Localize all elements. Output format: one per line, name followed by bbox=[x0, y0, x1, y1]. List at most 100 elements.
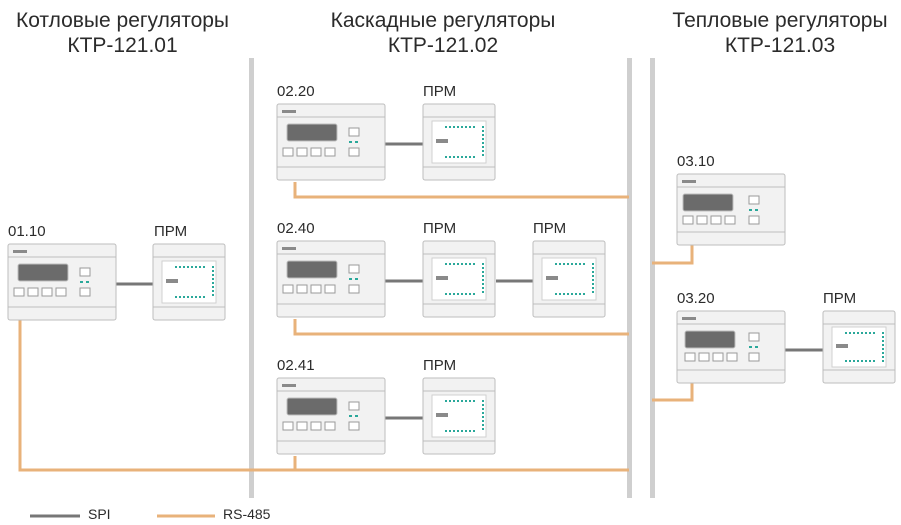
controller-led bbox=[80, 281, 83, 283]
column-title-cascade-line2: КТР-121.02 bbox=[387, 34, 499, 57]
device-label-0240: 02.40 bbox=[277, 220, 315, 237]
rs485-link-0220 bbox=[293, 182, 629, 199]
controller-display bbox=[684, 330, 736, 349]
controller-0110 bbox=[7, 243, 117, 321]
controller-button bbox=[55, 287, 67, 297]
module-label-0240b: ПРМ bbox=[533, 220, 567, 237]
controller-brand-mark bbox=[282, 384, 296, 387]
controller-button bbox=[296, 147, 308, 157]
module-0110 bbox=[152, 243, 226, 321]
module-brand-mark bbox=[436, 139, 448, 143]
controller-0220 bbox=[276, 103, 386, 181]
module-0320 bbox=[822, 310, 896, 384]
legend-rs485-label: RS-485 bbox=[223, 506, 271, 522]
controller-button bbox=[348, 421, 360, 431]
bus-bar-right bbox=[650, 58, 655, 498]
rs485-link-0310 bbox=[652, 245, 694, 265]
legend-spi-label: SPI bbox=[88, 506, 111, 522]
controller-button bbox=[348, 264, 360, 274]
controller-led bbox=[355, 278, 358, 280]
controller-button bbox=[310, 147, 322, 157]
controller-body bbox=[276, 103, 386, 181]
controller-button bbox=[748, 352, 760, 362]
module-brand-mark bbox=[836, 344, 848, 348]
module-label-0110: ПРМ bbox=[154, 223, 188, 240]
controller-led bbox=[355, 415, 358, 417]
controller-body bbox=[276, 377, 386, 455]
controller-brand-mark bbox=[13, 250, 27, 253]
controller-button bbox=[348, 147, 360, 157]
column-title-boiler-line1: Котловые регуляторы bbox=[15, 9, 230, 32]
controller-button bbox=[748, 195, 760, 205]
controller-button bbox=[296, 284, 308, 294]
rs485-link-0240 bbox=[293, 319, 629, 336]
controller-led bbox=[355, 141, 358, 143]
module-brand-mark bbox=[436, 413, 448, 417]
controller-button bbox=[698, 352, 710, 362]
controller-button bbox=[748, 215, 760, 225]
controller-button bbox=[324, 284, 336, 294]
device-label-0320: 03.20 bbox=[677, 290, 715, 307]
controller-button bbox=[682, 215, 694, 225]
controller-brand-mark bbox=[282, 247, 296, 250]
bus-bars bbox=[249, 58, 655, 498]
column-title-boiler: Котловые регуляторы КТР-121.01 bbox=[0, 8, 245, 58]
column-title-boiler-line2: КТР-121.01 bbox=[67, 34, 178, 57]
module-label-0320: ПРМ bbox=[823, 290, 857, 307]
module-label-0240a: ПРМ bbox=[423, 220, 457, 237]
controller-button bbox=[726, 352, 738, 362]
controller-button bbox=[41, 287, 53, 297]
module-0240b bbox=[532, 240, 606, 318]
controller-display bbox=[17, 263, 69, 282]
controller-display bbox=[682, 193, 734, 212]
controller-button bbox=[684, 352, 696, 362]
rs485-link-0110 bbox=[18, 320, 629, 472]
controller-led bbox=[349, 141, 352, 143]
controller-display bbox=[286, 397, 338, 416]
controller-button bbox=[310, 284, 322, 294]
bus-bar-left bbox=[249, 58, 254, 498]
module-brand-mark bbox=[436, 276, 448, 280]
column-title-heat-line2: КТР-121.03 bbox=[724, 34, 836, 57]
module-0241 bbox=[422, 377, 496, 455]
controller-button bbox=[79, 287, 91, 297]
controller-button bbox=[748, 332, 760, 342]
controller-button bbox=[310, 421, 322, 431]
module-0240a bbox=[422, 240, 496, 318]
controller-button bbox=[324, 421, 336, 431]
controller-button bbox=[324, 147, 336, 157]
controller-led bbox=[755, 209, 758, 211]
controller-brand-mark bbox=[282, 110, 296, 113]
controller-led bbox=[86, 281, 89, 283]
device-label-0110: 01.10 bbox=[8, 223, 46, 240]
column-title-heat-line1: Тепловые регуляторы bbox=[672, 9, 888, 32]
controller-button bbox=[712, 352, 724, 362]
controller-0320 bbox=[676, 310, 786, 384]
controller-brand-mark bbox=[682, 317, 696, 320]
controller-button bbox=[27, 287, 39, 297]
rs485-links bbox=[18, 182, 694, 472]
controller-led bbox=[349, 415, 352, 417]
column-title-cascade: Каскадные регуляторы КТР-121.02 bbox=[300, 8, 586, 58]
controller-button bbox=[282, 147, 294, 157]
controller-button bbox=[696, 215, 708, 225]
module-0220 bbox=[422, 103, 496, 181]
controller-button bbox=[282, 421, 294, 431]
device-label-0310: 03.10 bbox=[677, 153, 715, 170]
controller-0241 bbox=[276, 377, 386, 455]
spi-links bbox=[116, 142, 823, 420]
controller-display bbox=[286, 123, 338, 142]
controller-led bbox=[749, 346, 752, 348]
controller-body bbox=[7, 243, 117, 321]
controller-led bbox=[755, 346, 758, 348]
controller-brand-mark bbox=[682, 180, 696, 183]
controller-button bbox=[282, 284, 294, 294]
controller-body bbox=[276, 240, 386, 318]
module-brand-mark bbox=[166, 279, 178, 283]
controller-button bbox=[724, 215, 736, 225]
controller-button bbox=[348, 284, 360, 294]
device-label-0220: 02.20 bbox=[277, 83, 315, 100]
controller-0310 bbox=[676, 173, 786, 246]
controller-button bbox=[79, 267, 91, 277]
